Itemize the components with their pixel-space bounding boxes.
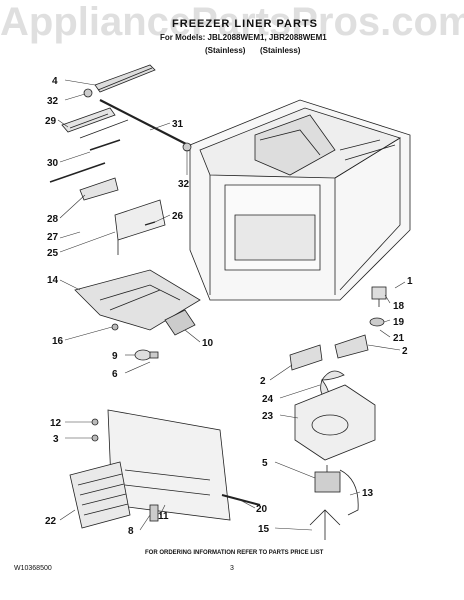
callout-1: 1 (407, 276, 413, 287)
callout-2-a: 2 (402, 346, 408, 357)
callout-29: 29 (45, 116, 57, 127)
callout-4: 4 (52, 76, 58, 87)
screw-part-16 (111, 323, 119, 331)
fan-shroud-part-23 (294, 384, 376, 461)
callout-10: 10 (202, 338, 214, 349)
strip-part-20 (221, 494, 261, 506)
screw-part-3 (91, 434, 99, 442)
finish-label-1: (Stainless) (205, 46, 246, 55)
callout-15: 15 (258, 524, 270, 535)
clip-part-26 (144, 221, 156, 226)
insulation-part-2b (334, 334, 369, 359)
document-code: W10368500 (14, 565, 52, 572)
callout-30: 30 (47, 158, 59, 169)
watermark-logo: AppliancePartsPros.com (0, 0, 464, 44)
callout-5: 5 (262, 458, 268, 469)
callout-12: 12 (50, 418, 62, 429)
rail-part-4 (94, 64, 156, 93)
callout-19: 19 (393, 317, 405, 328)
fan-part-9 (134, 349, 159, 361)
insulation-part-2a (289, 344, 323, 371)
callout-32-b: 32 (178, 179, 190, 190)
screw-part-12 (91, 418, 99, 426)
callout-28: 28 (47, 214, 59, 225)
bracket-part-25 (114, 199, 166, 255)
damper-part-18 (371, 286, 387, 307)
callout-13: 13 (362, 488, 374, 499)
ordering-note: FOR ORDERING INFORMATION REFER TO PARTS … (145, 550, 324, 556)
pad-part-10 (164, 309, 196, 336)
callout-3: 3 (53, 434, 59, 445)
page-number: 3 (230, 565, 234, 572)
callout-14: 14 (47, 275, 59, 286)
callout-8: 8 (128, 526, 134, 537)
callout-24: 24 (262, 394, 274, 405)
callout-9: 9 (112, 351, 118, 362)
callout-20: 20 (256, 504, 268, 515)
slide-part-29 (61, 107, 129, 139)
leader-lines (57, 79, 406, 531)
diagram-title: FREEZER LINER PARTS (172, 18, 318, 30)
motor-part-5 (314, 465, 341, 493)
slide-part-28 (49, 162, 119, 201)
callout-6: 6 (112, 369, 118, 380)
seal-part-19 (369, 317, 385, 327)
callout-27: 27 (47, 232, 59, 243)
grille-part-22 (69, 461, 131, 529)
callout-23: 23 (262, 411, 274, 422)
callout-25: 25 (47, 248, 59, 259)
callout-11: 11 (158, 511, 169, 522)
cap-part-32b (182, 142, 192, 152)
finish-label-2: (Stainless) (260, 46, 301, 55)
callout-26: 26 (172, 211, 184, 222)
callout-16: 16 (52, 336, 64, 347)
cap-part-32a (83, 88, 93, 98)
callout-21: 21 (393, 333, 405, 344)
rod-part-31 (99, 99, 189, 146)
clip-part-8 (149, 504, 159, 522)
callout-labels: 4 32 29 31 30 32 28 27 25 26 1 18 19 21 … (45, 76, 413, 537)
freezer-liner (189, 99, 411, 301)
callout-2-b: 2 (260, 376, 266, 387)
callout-32-a: 32 (47, 96, 59, 107)
models-line: For Models: JBL2088WEM1, JBR2088WEM1 (160, 33, 327, 42)
callout-18: 18 (393, 301, 405, 312)
callout-22: 22 (45, 516, 57, 527)
screw-part-30 (89, 139, 121, 151)
callout-31: 31 (172, 119, 184, 130)
wire-part-13 (339, 469, 359, 516)
bracket-part-15 (309, 509, 341, 540)
